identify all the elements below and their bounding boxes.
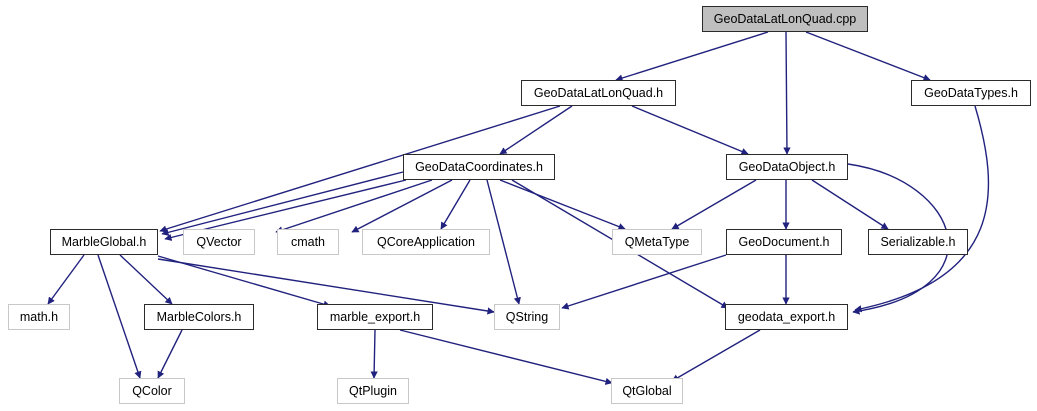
graph-node-label: QCoreApplication	[377, 234, 475, 249]
graph-edge	[615, 31, 769, 82]
graph-node-geodatalatlonquad-cpp[interactable]: GeoDataLatLonQuad.cpp	[702, 6, 868, 32]
graph-edge	[499, 105, 573, 155]
graph-node-qtglobal[interactable]: QtGlobal	[611, 378, 683, 404]
graph-node-label: GeoDataTypes.h	[924, 85, 1018, 100]
graph-node-qvector[interactable]: QVector	[183, 229, 255, 255]
graph-edge	[157, 258, 495, 315]
graph-edge	[351, 179, 453, 233]
graph-node-qcolor[interactable]: QColor	[119, 378, 185, 404]
graph-node-geodata-export-h[interactable]: geodata_export.h	[725, 304, 848, 330]
graph-node-label: QtPlugin	[349, 383, 397, 398]
graph-edge	[671, 179, 757, 230]
graph-edge	[159, 105, 561, 233]
graph-node-qcoreapplication[interactable]: QCoreApplication	[362, 229, 490, 255]
graph-node-label: Serializable.h	[880, 234, 956, 249]
graph-node-geodatatypes-h[interactable]: GeoDataTypes.h	[911, 80, 1031, 106]
graph-node-geodatacoordinates-h[interactable]: GeoDataCoordinates.h	[403, 154, 555, 180]
graph-edge	[157, 255, 331, 308]
graph-node-qtplugin[interactable]: QtPlugin	[337, 378, 409, 404]
graph-edge	[275, 179, 433, 234]
graph-edge	[631, 105, 749, 155]
graph-node-label: marble_export.h	[329, 309, 421, 324]
graph-node-label: math.h	[19, 309, 59, 324]
graph-edge	[97, 254, 142, 379]
graph-edge	[499, 179, 626, 230]
graph-node-label: QVector	[196, 234, 242, 249]
graph-node-qstring[interactable]: QString	[494, 304, 560, 330]
graph-node-marblecolors-h[interactable]: MarbleColors.h	[144, 304, 254, 330]
graph-node-label: GeoDataLatLonQuad.h	[533, 85, 664, 100]
edge-group	[47, 31, 990, 385]
graph-node-label: GeoDocument.h	[738, 234, 830, 249]
graph-node-label: QString	[505, 309, 549, 324]
graph-edge	[805, 31, 931, 82]
graph-edge	[783, 31, 791, 155]
graph-node-marble-export-h[interactable]: marble_export.h	[317, 304, 433, 330]
graph-node-qmetatype[interactable]: QMetaType	[612, 229, 702, 255]
graph-node-geodatalatlonquad-h[interactable]: GeoDataLatLonQuad.h	[521, 80, 676, 106]
graph-edge	[671, 329, 761, 382]
graph-edge	[161, 171, 404, 236]
graph-edge	[47, 254, 85, 305]
graph-node-label: QMetaType	[624, 234, 690, 249]
graph-edge	[561, 254, 727, 310]
graph-edge	[440, 179, 471, 230]
graph-node-label: geodata_export.h	[737, 309, 836, 324]
graph-node-marbleglobal-h[interactable]: MarbleGlobal.h	[50, 229, 158, 255]
graph-node-cmath[interactable]: cmath	[277, 229, 339, 255]
graph-node-math-h[interactable]: math.h	[8, 304, 70, 330]
graph-node-serializable-h[interactable]: Serializable.h	[868, 229, 968, 255]
graph-node-label: GeoDataLatLonQuad.cpp	[713, 11, 857, 26]
graph-node-geodataobject-h[interactable]: GeoDataObject.h	[726, 154, 848, 180]
graph-node-label: cmath	[290, 234, 326, 249]
graph-node-label: MarbleColors.h	[156, 309, 242, 324]
graph-edge	[370, 329, 378, 379]
graph-edge	[854, 105, 990, 313]
graph-edge	[811, 179, 889, 230]
graph-edge	[486, 179, 521, 305]
graph-node-label: QtGlobal	[622, 383, 672, 398]
graph-node-label: MarbleGlobal.h	[61, 234, 147, 249]
graph-node-label: QColor	[132, 383, 172, 398]
graph-edge	[119, 254, 173, 305]
graph-node-geodocument-h[interactable]: GeoDocument.h	[726, 229, 842, 255]
graph-node-label: GeoDataObject.h	[738, 159, 836, 174]
graph-edge	[399, 329, 613, 385]
graph-edge	[157, 329, 183, 379]
graph-node-label: GeoDataCoordinates.h	[415, 159, 543, 174]
